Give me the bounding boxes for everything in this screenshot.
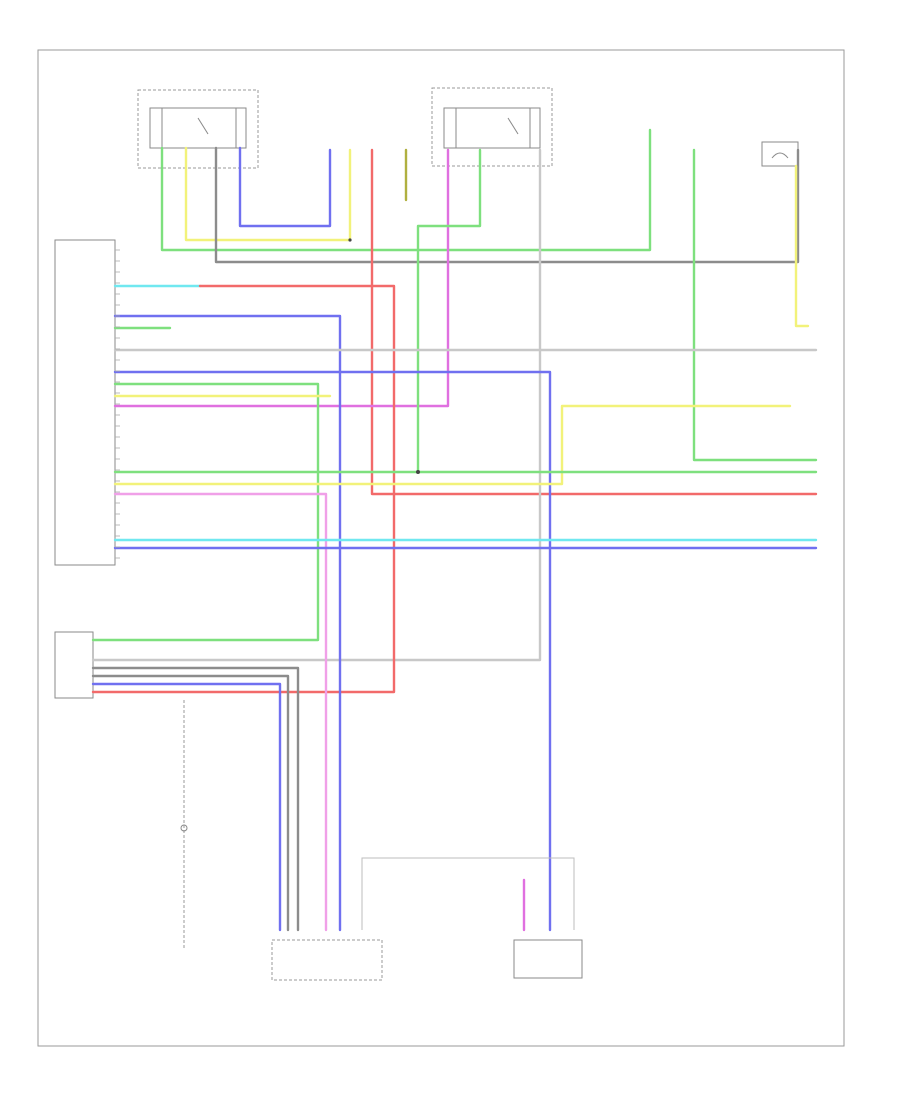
wire-yellow-left-mirror: [184, 146, 352, 242]
wire-yellow-top-right: [794, 164, 810, 328]
sensor-right-block: [513, 939, 583, 979]
wire-blue-left-mirror: [238, 146, 332, 228]
wire-red-right-mirror: [370, 148, 818, 496]
wire-thin-sensors: [361, 857, 575, 930]
wire-blue-ecu-2: [113, 370, 552, 932]
ecu-pin-ticks: [115, 249, 120, 559]
wire-lightgray-right: [91, 148, 542, 662]
wire-blue-lower: [91, 682, 282, 932]
wire-magenta-right: [113, 148, 450, 408]
ecu-connector-block: [54, 239, 116, 566]
ground-diode: [180, 700, 188, 950]
left-mirror-switch: [137, 89, 259, 169]
sensor-left-block: [271, 939, 383, 981]
wire-gray-lower-2: [91, 674, 290, 932]
junctions: [348, 238, 420, 474]
wire-pink-ecu: [113, 492, 328, 932]
right-mirror-switch: [431, 87, 553, 167]
diagram-frame: [37, 49, 845, 1047]
wire-yellow-right: [113, 404, 792, 486]
wires: [91, 128, 818, 932]
lower-module-block: [54, 631, 94, 699]
wire-gray-left-mirror: [214, 146, 800, 264]
wire-gray-lower-1: [91, 666, 300, 932]
wire-green-left-mirror: [160, 128, 652, 252]
top-right-bulb: [761, 141, 799, 167]
wire-red-ecu: [91, 284, 396, 694]
wire-green-top-right: [692, 148, 818, 462]
wire-blue-ecu: [113, 314, 342, 932]
wire-green-ecu-2: [91, 382, 320, 642]
